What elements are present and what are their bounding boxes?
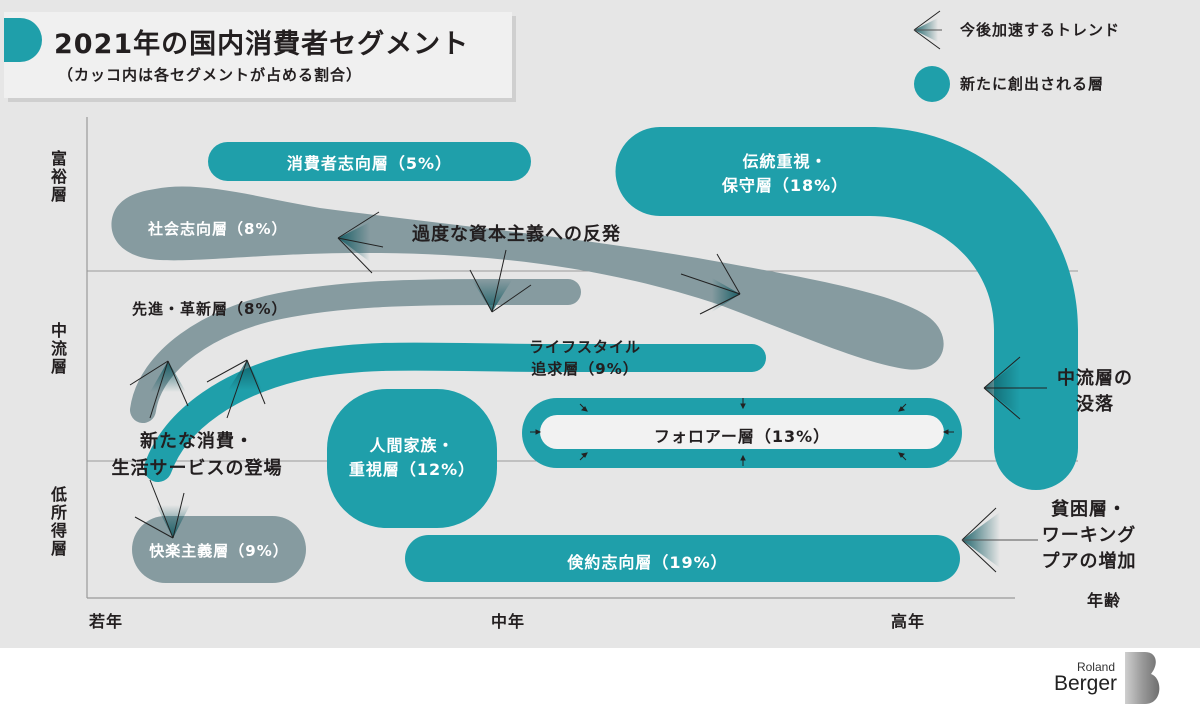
segment-lifestyle-label: ライフスタイル 追求層（9%） xyxy=(510,336,660,380)
trend-arrow-right-social xyxy=(680,253,741,315)
x-label-young: 若年 xyxy=(89,612,124,631)
segment-advanced-shape xyxy=(130,279,581,423)
annotation-new-services: 新たな消費・ 生活サービスの登場 xyxy=(92,428,302,482)
annotation-poverty: 貧困層・ ワーキング プアの増加 xyxy=(1030,497,1148,575)
segment-traditional-line2: 保守層（18%） xyxy=(721,176,849,195)
segment-follower-label: フォロアー層（13%） xyxy=(653,427,831,446)
annotation-middle-decline: 中流層の 没落 xyxy=(1050,366,1140,418)
logo-b-mark-icon xyxy=(1125,652,1160,704)
page-title: 2021年の国内消費者セグメント xyxy=(54,29,470,60)
trend-arrow-down-hedonism xyxy=(134,479,190,539)
annotation-middle-decline-line2: 没落 xyxy=(1076,394,1114,415)
legend-arrow-icon xyxy=(913,10,942,50)
roland-berger-logo: Roland Berger xyxy=(1053,650,1165,710)
page-subtitle: （カッコ内は各セグメントが占める割合） xyxy=(58,66,363,84)
annotation-poverty-line1: 貧困層・ xyxy=(1051,499,1127,520)
segment-human-shape xyxy=(327,389,497,528)
annotation-poverty-line2: ワーキング xyxy=(1041,525,1137,546)
segment-consumer-label: 消費者志向層（5%） xyxy=(286,154,453,173)
trend-arrow-up-lifestyle xyxy=(206,359,266,419)
segment-lifestyle-shape xyxy=(144,342,766,482)
logo-text-berger: Berger xyxy=(1053,672,1117,695)
trend-arrow-left-social xyxy=(337,211,384,274)
segment-traditional-line1: 伝統重視・ xyxy=(742,152,828,171)
y-label-wealthy: 富裕層 xyxy=(48,150,67,204)
annotation-middle-decline-line1: 中流層の xyxy=(1057,368,1133,389)
trend-arrow-left-poverty xyxy=(961,507,1038,573)
legend-new-layer-label: 新たに創出される層 xyxy=(960,75,1105,93)
x-axis-title: 年齢 xyxy=(1087,591,1122,610)
segment-lifestyle-line2: 追求層（9%） xyxy=(531,360,639,378)
segment-hedonism-label: 快楽主義層（9%） xyxy=(149,542,289,560)
annotation-new-services-line1: 新たな消費・ xyxy=(140,431,254,452)
y-label-low-income: 低所得層 xyxy=(48,486,67,558)
y-label-middle: 中流層 xyxy=(48,322,67,376)
x-label-middle-age: 中年 xyxy=(491,612,526,631)
trend-arrow-left-middle-decline xyxy=(983,356,1047,420)
segment-advanced-label: 先進・革新層（8%） xyxy=(132,300,288,318)
segment-traditional-shape xyxy=(615,127,1078,490)
segment-follower-inner xyxy=(540,415,944,449)
annotation-new-services-line2: 生活サービスの登場 xyxy=(111,458,283,479)
segment-human-line2: 重視層（12%） xyxy=(348,460,476,479)
trend-arrow-up-advanced xyxy=(129,360,189,419)
segment-thrift-label: 倹約志向層（19%） xyxy=(567,553,728,572)
trend-arrow-down-advanced xyxy=(469,249,532,313)
legend-circle-icon xyxy=(914,66,950,102)
follower-inward-arrows xyxy=(530,398,954,466)
segment-traditional-label: 伝統重視・ 保守層（18%） xyxy=(700,150,870,198)
x-label-old: 高年 xyxy=(891,612,926,631)
segment-thrift-shape xyxy=(405,535,960,582)
segment-human-label: 人間家族・ 重視層（12%） xyxy=(327,434,497,482)
segment-social-label: 社会志向層（8%） xyxy=(148,220,288,238)
title-accent-tab xyxy=(4,18,42,62)
logo-text-roland: Roland xyxy=(1076,660,1115,674)
segment-human-line1: 人間家族・ xyxy=(369,436,455,455)
segment-consumer-shape xyxy=(208,142,531,181)
annotation-poverty-line3: プアの増加 xyxy=(1041,551,1137,572)
segment-social-shape xyxy=(111,186,944,370)
annotation-anti-capitalism: 過度な資本主義への反発 xyxy=(412,224,621,245)
legend-trend-label: 今後加速するトレンド xyxy=(960,21,1121,39)
segment-lifestyle-line1: ライフスタイル xyxy=(528,338,641,356)
diagram-svg xyxy=(86,10,1078,599)
title-box: 2021年の国内消費者セグメント （カッコ内は各セグメントが占める割合） xyxy=(4,12,512,98)
